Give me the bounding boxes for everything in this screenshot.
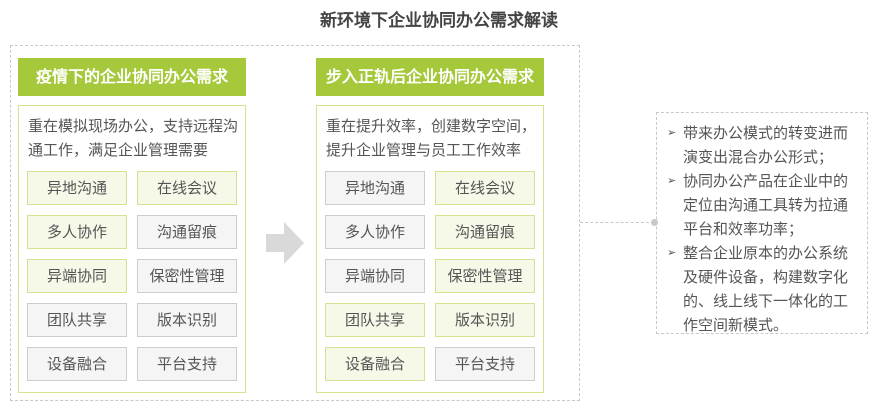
feature-tile: 保密性管理	[435, 259, 535, 293]
feature-tile: 设备融合	[325, 347, 425, 381]
feature-tile: 异端协同	[325, 259, 425, 293]
feature-tile: 在线会议	[435, 171, 535, 205]
feature-tile: 版本识别	[435, 303, 535, 337]
connector-dot	[651, 219, 658, 226]
feature-tile: 异端协同	[27, 259, 127, 293]
left-panel: 重在模拟现场办公，支持远程沟通工作，满足企业管理需要 异地沟通在线会议多人协作沟…	[18, 105, 246, 393]
feature-tile: 平台支持	[137, 347, 237, 381]
feature-tile: 保密性管理	[137, 259, 237, 293]
right-description: 重在提升效率，创建数字空间，提升企业管理与员工工作效率	[326, 117, 537, 159]
feature-tile: 版本识别	[137, 303, 237, 337]
note-item: 协同办公产品在企业中的定位由沟通工具转为拉通平台和效率功率；	[667, 169, 861, 241]
feature-tile: 团队共享	[27, 303, 127, 337]
feature-tile: 沟通留痕	[137, 215, 237, 249]
right-header: 步入正轨后企业协同办公需求	[316, 58, 544, 96]
feature-tile: 异地沟通	[27, 171, 127, 205]
feature-tile: 沟通留痕	[435, 215, 535, 249]
connector-line	[580, 222, 654, 223]
feature-tile: 多人协作	[325, 215, 425, 249]
diagram-title: 新环境下企业协同办公需求解读	[320, 11, 558, 31]
right-panel: 重在提升效率，创建数字空间，提升企业管理与员工工作效率 异地沟通在线会议多人协作…	[316, 105, 544, 393]
feature-tile: 团队共享	[325, 303, 425, 337]
left-header: 疫情下的企业协同办公需求	[18, 58, 246, 96]
feature-tile: 异地沟通	[325, 171, 425, 205]
note-item: 带来办公模式的转变进而演变出混合办公形式；	[667, 121, 861, 169]
notes-box: 带来办公模式的转变进而演变出混合办公形式； 协同办公产品在企业中的定位由沟通工具…	[656, 112, 868, 334]
feature-tile: 多人协作	[27, 215, 127, 249]
comparison-frame	[10, 45, 580, 401]
left-description: 重在模拟现场办公，支持远程沟通工作，满足企业管理需要	[28, 117, 239, 159]
feature-tile: 平台支持	[435, 347, 535, 381]
note-item: 整合企业原本的办公系统及硬件设备，构建数字化的、线上线下一体化的工作空间新模式。	[667, 241, 861, 337]
arrow-right-icon	[266, 222, 304, 264]
feature-tile: 在线会议	[137, 171, 237, 205]
feature-tile: 设备融合	[27, 347, 127, 381]
